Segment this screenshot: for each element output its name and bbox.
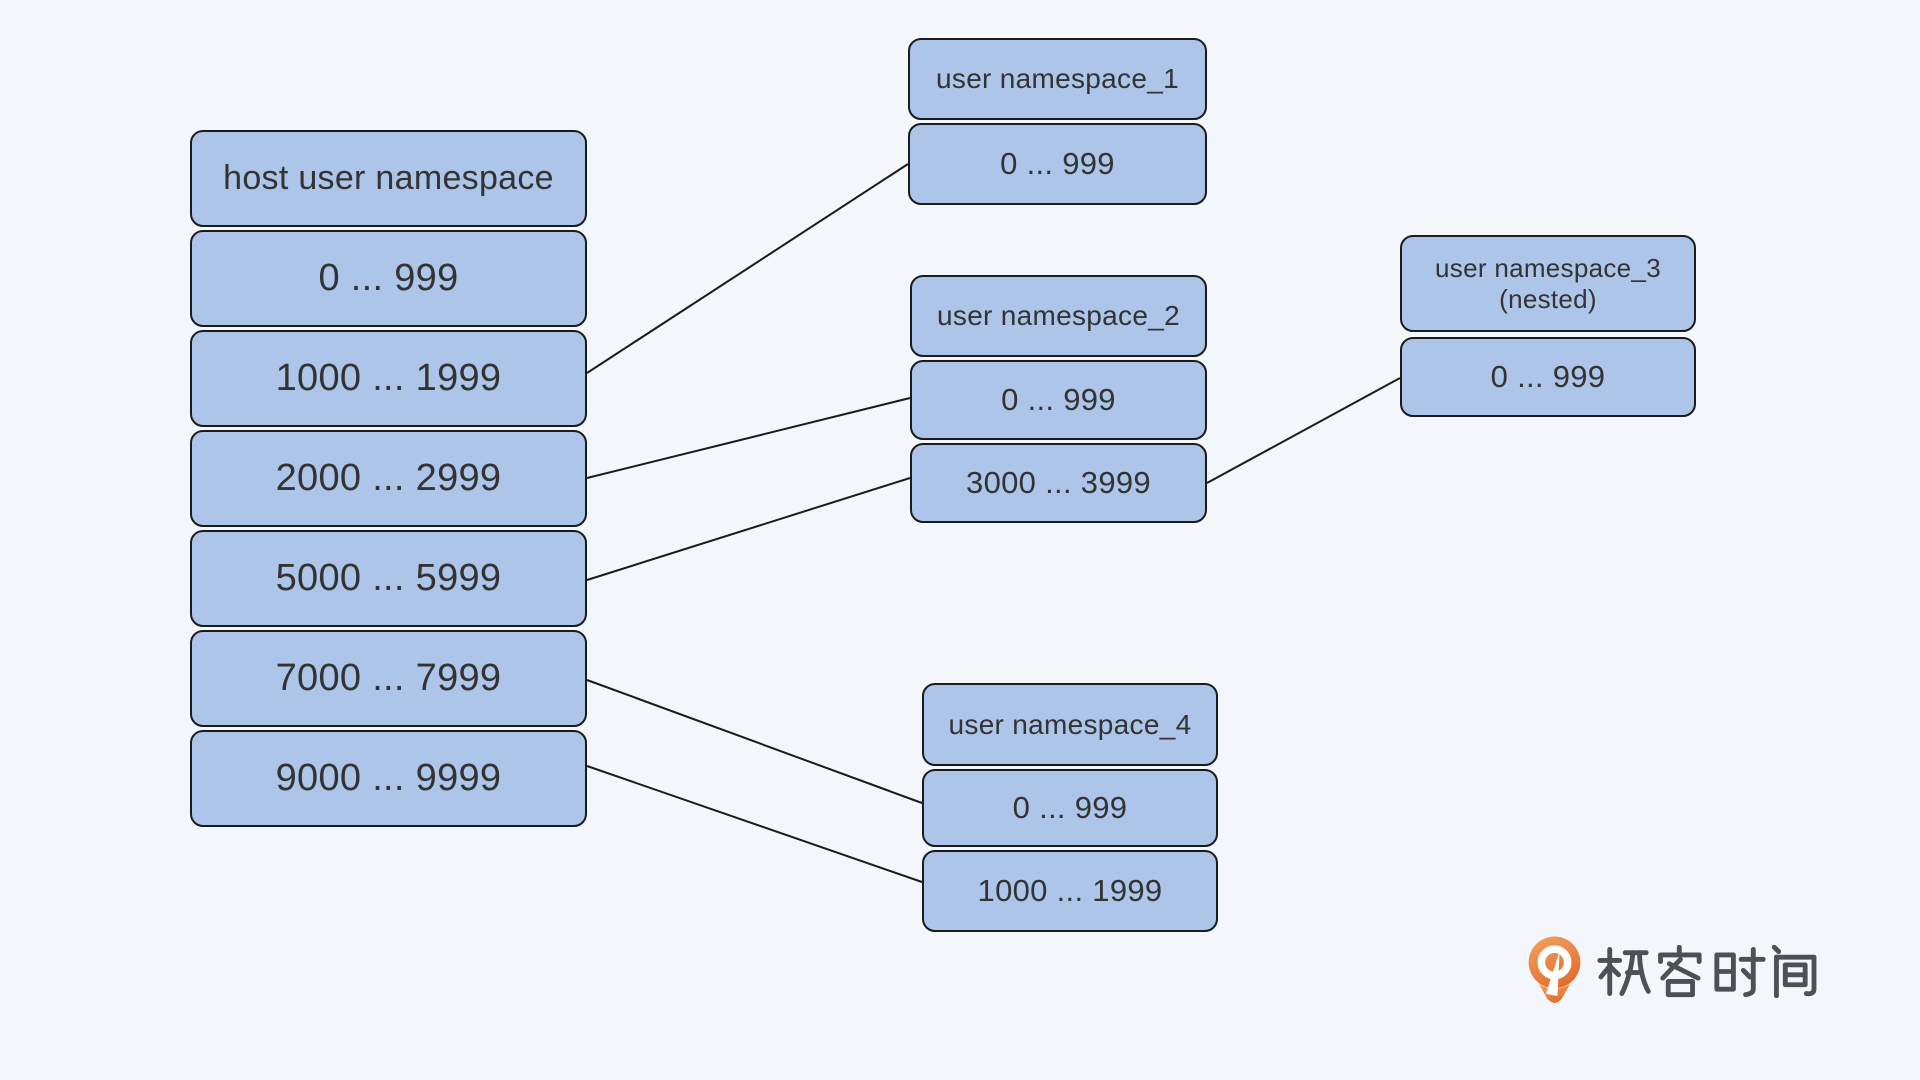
- box-label: user namespace_4: [948, 708, 1192, 740]
- user-namespace-4-title-box: user namespace_4: [922, 683, 1218, 766]
- box-label: 0 ... 999: [1001, 381, 1116, 417]
- mapping-line host-user-namespace/7000 ... 7999 -> user-namespace-4/0 ... 999: [586, 679, 923, 804]
- box-label: 1000 ... 1999: [977, 872, 1163, 908]
- mapping-line host-user-namespace/2000 ... 2999 -> user-namespace-2/0 ... 999: [586, 397, 911, 479]
- glyph-ji: [1597, 946, 1651, 997]
- mapping-line host-user-namespace/9000 ... 9999 -> user-namespace-4/1000 ... 1999: [586, 765, 923, 883]
- box-label: user namespace_1: [936, 63, 1179, 95]
- box-label: user namespace_3: [1435, 252, 1661, 283]
- box-label: (nested): [1499, 283, 1597, 314]
- glyph-jian: [1771, 945, 1817, 998]
- user-namespace-2-range-box-1: 3000 ... 3999: [910, 443, 1207, 523]
- host-user-namespace-range-box-4: 7000 ... 7999: [190, 630, 587, 727]
- host-user-namespace-range-box-3: 5000 ... 5999: [190, 530, 587, 627]
- box-label: host user namespace: [223, 159, 554, 198]
- user-namespace-3-range-box-0: 0 ... 999: [1400, 337, 1696, 417]
- box-label: 2000 ... 2999: [275, 457, 502, 500]
- geektime-logo: 极客时间: [1526, 936, 1819, 1007]
- glyph-shi: [1714, 946, 1766, 998]
- host-user-namespace-range-box-5: 9000 ... 9999: [190, 730, 587, 827]
- box-label: 1000 ... 1999: [275, 357, 502, 400]
- host-user-namespace-title-box: host user namespace: [190, 130, 587, 227]
- user-namespace-4-range-box-0: 0 ... 999: [922, 769, 1218, 847]
- geektime-logo-wordmark: [1597, 945, 1817, 998]
- box-label: 7000 ... 7999: [275, 657, 502, 700]
- mapping-line host-user-namespace/5000 ... 5999 -> user-namespace-2/3000 ... 3999: [586, 477, 911, 581]
- box-label: 5000 ... 5999: [275, 557, 502, 600]
- box-label: 3000 ... 3999: [966, 464, 1151, 500]
- user-namespace-1-title-box: user namespace_1: [908, 38, 1207, 120]
- box-label: 9000 ... 9999: [275, 757, 502, 800]
- box-label: 0 ... 999: [1000, 145, 1115, 181]
- mapping-line user-namespace-2/3000 ... 3999 -> user-namespace-3/0 ... 999: [1206, 377, 1401, 484]
- mapping-line host-user-namespace/1000 ... 1999 -> user-namespace-1/0 ... 999: [586, 163, 909, 374]
- user-namespace-4-range-box-1: 1000 ... 1999: [922, 850, 1218, 932]
- user-namespace-2-title-box: user namespace_2: [910, 275, 1207, 357]
- box-label: 0 ... 999: [1012, 789, 1128, 825]
- host-user-namespace-range-box-0: 0 ... 999: [190, 230, 587, 327]
- host-user-namespace-range-box-2: 2000 ... 2999: [190, 430, 587, 527]
- box-label: user namespace_2: [937, 300, 1180, 332]
- user-namespace-2-range-box-0: 0 ... 999: [910, 360, 1207, 440]
- box-label: 0 ... 999: [318, 257, 459, 300]
- user-namespace-1-range-box-0: 0 ... 999: [908, 123, 1207, 205]
- glyph-ke: [1658, 945, 1702, 998]
- box-label: 0 ... 999: [1490, 358, 1606, 394]
- host-user-namespace-range-box-1: 1000 ... 1999: [190, 330, 587, 427]
- geektime-logo-icon: [1528, 936, 1581, 1003]
- user-namespace-3-title-box: user namespace_3(nested): [1400, 235, 1696, 332]
